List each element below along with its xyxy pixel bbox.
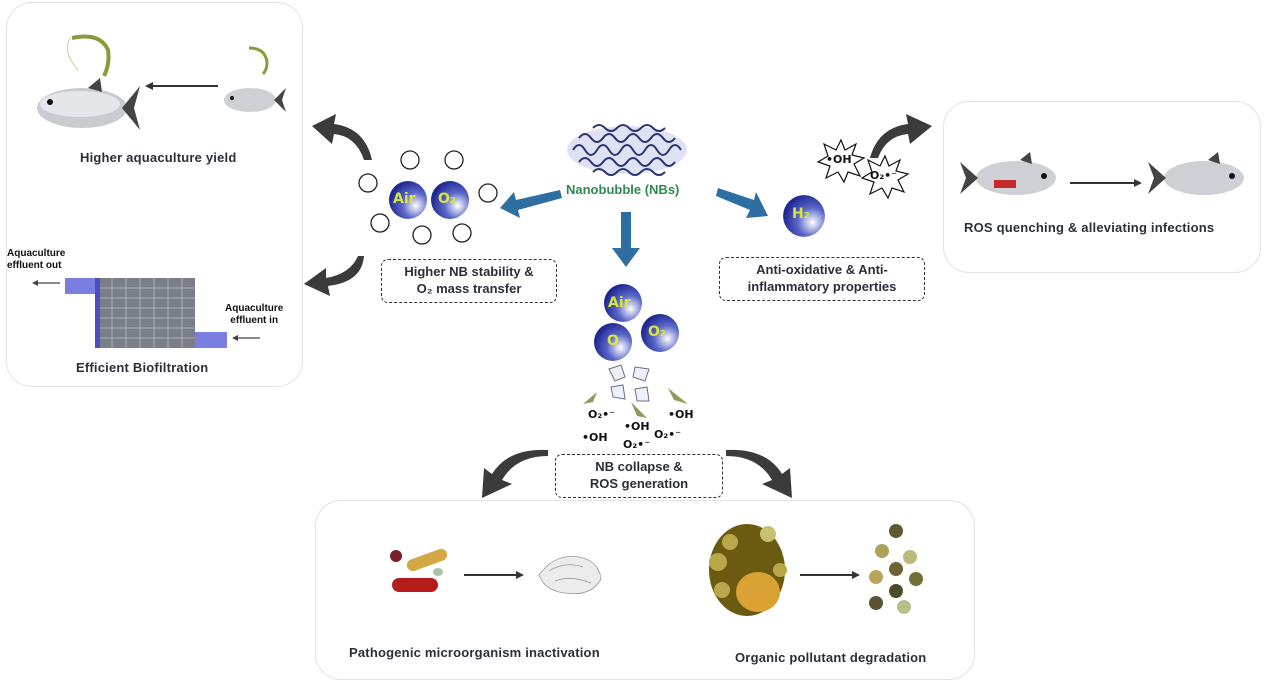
air-bubble bbox=[389, 181, 427, 219]
o2-bubble bbox=[431, 181, 469, 219]
hydroxyl-3: •OH bbox=[582, 431, 608, 444]
o2-bubble-center-label: O₂ bbox=[648, 324, 667, 340]
shrimp-icon bbox=[66, 34, 111, 77]
superoxide-3: O₂•⁻ bbox=[623, 438, 651, 451]
blue-arrow-right bbox=[716, 188, 768, 218]
radical-burst-o2 bbox=[860, 154, 910, 200]
healing-arrow bbox=[1070, 179, 1142, 187]
yield-label: Higher aquaculture yield bbox=[80, 150, 237, 165]
growth-arrow bbox=[145, 82, 218, 90]
air-bubble-label: Air bbox=[393, 191, 416, 207]
effluent-out-label: Aquaculture effluent out bbox=[7, 248, 65, 272]
stability-line1: Higher NB stability & bbox=[404, 264, 534, 279]
pollutant-label: Organic pollutant degradation bbox=[735, 650, 927, 665]
collapse-box: NB collapse & ROS generation bbox=[555, 454, 723, 498]
effluent-in-label: Aquaculture effluent in bbox=[225, 303, 283, 327]
curved-arrow-to-yield bbox=[312, 114, 372, 160]
pathogen-label: Pathogenic microorganism inactivation bbox=[349, 645, 600, 660]
curved-arrow-to-pathogen bbox=[482, 449, 548, 498]
degraded-particles-icon bbox=[869, 524, 923, 614]
leaf-shard-1 bbox=[583, 392, 597, 404]
curved-arrow-to-pollutant bbox=[726, 449, 792, 498]
antioxidative-line1: Anti-oxidative & Anti- bbox=[756, 262, 888, 277]
ros-quenching-label: ROS quenching & alleviating infections bbox=[964, 220, 1215, 235]
effluent-in-line2: effluent in bbox=[230, 315, 279, 326]
healthy-fish-icon bbox=[1148, 152, 1244, 195]
o-bubble-center-label: O bbox=[607, 333, 619, 349]
stability-box: Higher NB stability & O₂ mass transfer bbox=[381, 259, 557, 303]
blue-arrow-down bbox=[612, 212, 640, 267]
biofiltration-label: Efficient Biofiltration bbox=[76, 360, 209, 375]
effluent-in-line1: Aquaculture bbox=[225, 303, 284, 314]
hydroxyl-radical-label: •OH bbox=[826, 153, 852, 166]
small-fish-icon bbox=[224, 88, 286, 112]
collapse-line2: ROS generation bbox=[589, 476, 689, 491]
small-shrimp-icon bbox=[248, 46, 269, 76]
o2-bubble-label: O₂ bbox=[438, 191, 457, 207]
radical-burst-oh bbox=[816, 138, 866, 184]
leaf-shard-3 bbox=[668, 388, 688, 404]
antioxidative-line2: inflammatory properties bbox=[747, 279, 897, 294]
antioxidative-box: Anti-oxidative & Anti- inflammatory prop… bbox=[719, 257, 925, 301]
curved-arrow-to-biofiltration bbox=[304, 256, 364, 296]
organic-pollutant-icon bbox=[709, 524, 787, 616]
stability-line2: O₂ mass transfer bbox=[416, 281, 522, 296]
air-bubble-center-label: Air bbox=[608, 295, 631, 311]
o2-bubble-center bbox=[641, 314, 679, 352]
blue-arrow-left bbox=[500, 190, 562, 218]
collapse-line1: NB collapse & bbox=[595, 459, 683, 474]
superoxide-radical-label: O₂•⁻ bbox=[870, 169, 898, 182]
large-fish-icon bbox=[37, 78, 140, 130]
leaf-shard-2 bbox=[631, 402, 647, 418]
inactivated-cell-icon bbox=[538, 556, 602, 595]
o-bubble-center bbox=[594, 323, 632, 361]
biofilter-icon bbox=[32, 278, 260, 348]
hydroxyl-2: •OH bbox=[624, 420, 650, 433]
hydroxyl-1: •OH bbox=[668, 408, 694, 421]
circulation-icons bbox=[358, 150, 498, 245]
degradation-arrow bbox=[800, 571, 860, 579]
nanobubble-cluster-icon bbox=[567, 124, 687, 176]
superoxide-1: O₂•⁻ bbox=[588, 408, 616, 421]
h2-bubble-label: H₂ bbox=[792, 206, 810, 222]
infected-fish-icon bbox=[960, 152, 1056, 195]
nanobubble-title: Nanobubble (NBs) bbox=[566, 182, 680, 197]
effluent-out-line1: Aquaculture bbox=[7, 248, 66, 259]
superoxide-2: O₂•⁻ bbox=[654, 428, 682, 441]
collapsed-bubble-shards bbox=[608, 364, 650, 402]
curved-arrow-to-ros-quenching bbox=[870, 114, 932, 158]
effluent-out-line2: effluent out bbox=[7, 260, 62, 271]
inactivation-arrow bbox=[464, 571, 524, 579]
h2-bubble bbox=[783, 195, 825, 237]
pathogen-bacteria-icon bbox=[390, 548, 448, 592]
air-bubble-center bbox=[604, 284, 642, 322]
